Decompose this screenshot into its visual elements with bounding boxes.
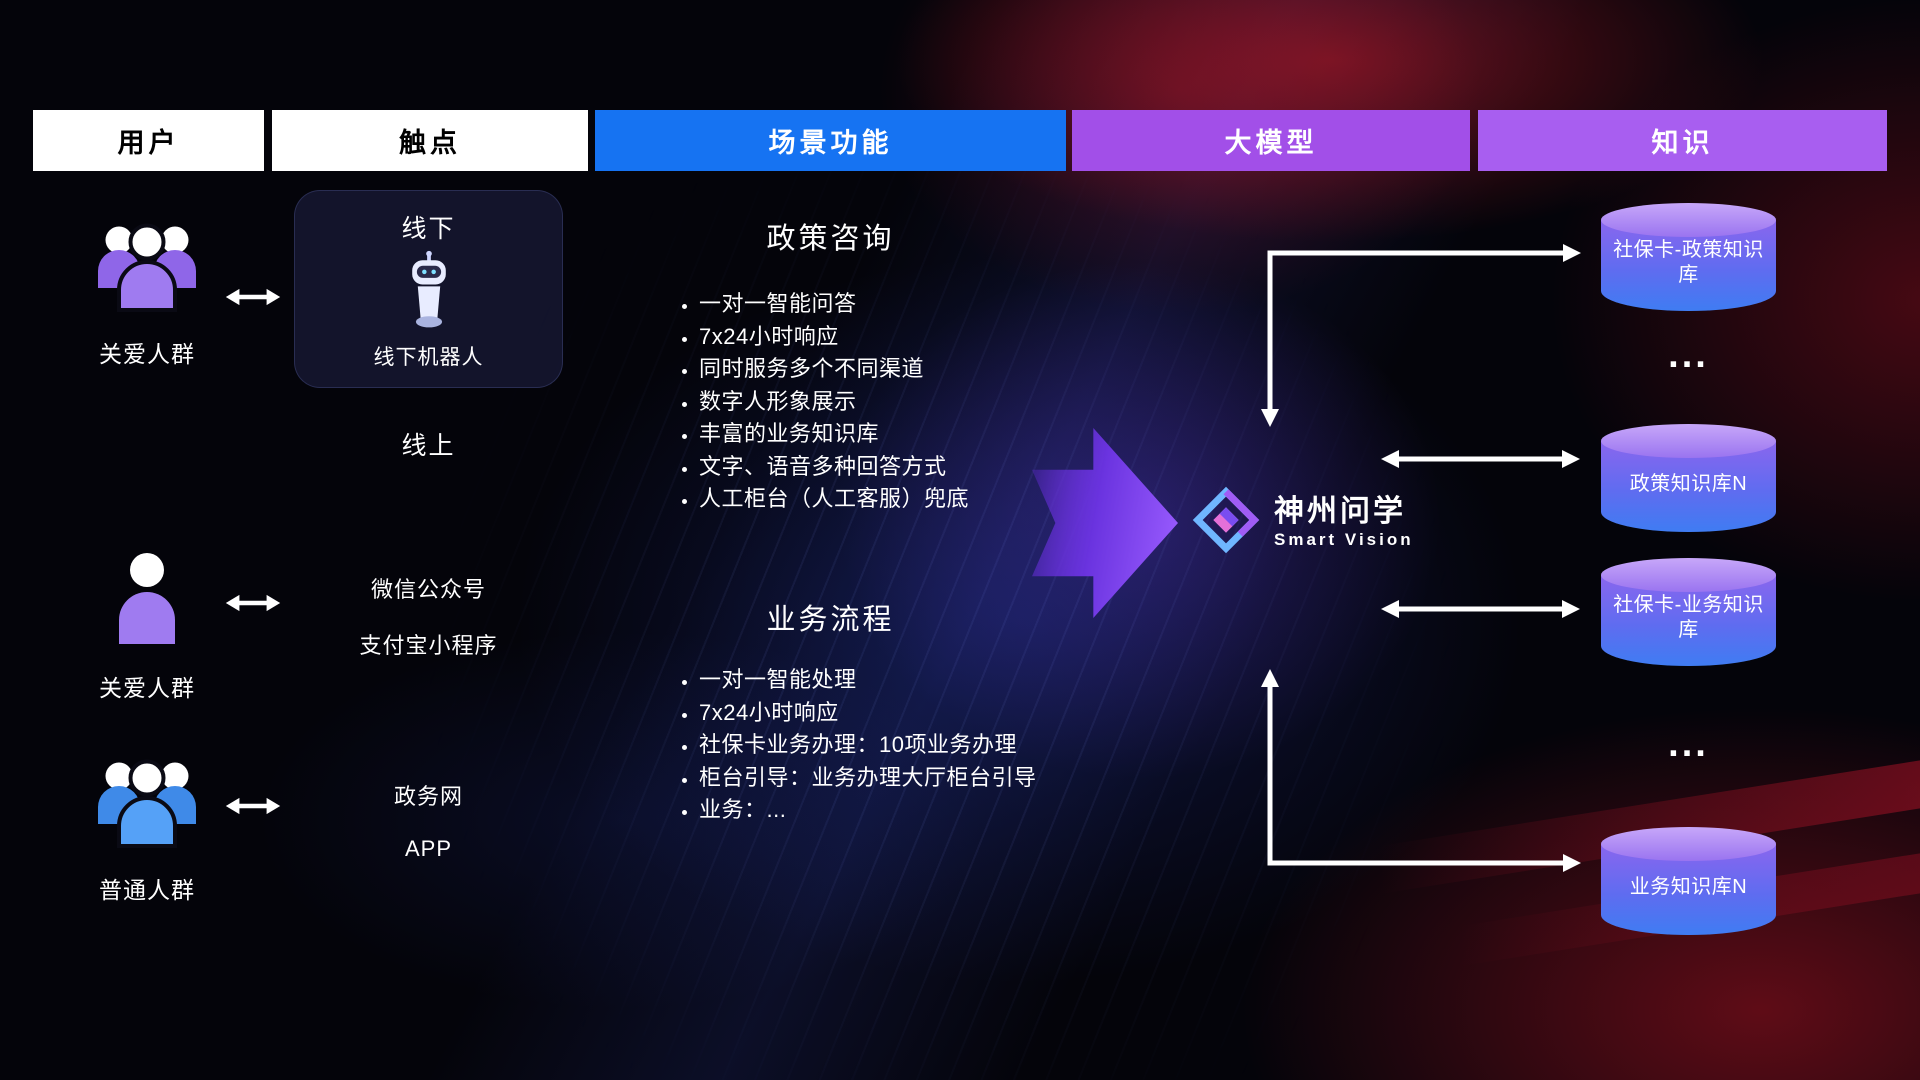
scenario-item: 7x24小时响应 [699, 701, 1037, 724]
column-header-user: 用户 [33, 110, 264, 171]
diamond-logo-icon [1192, 486, 1260, 559]
person-icon [107, 548, 187, 653]
model-logo: 神州问学 Smart Vision [1192, 486, 1414, 559]
cylinder-top [1601, 558, 1776, 592]
scenario-item: 7x24小时响应 [699, 325, 969, 348]
knowledge-db-label: 社保卡-政策知识库 [1613, 239, 1764, 286]
user-label: 关爱人群 [99, 341, 195, 367]
bidirectional-arrow-icon [224, 793, 282, 819]
scenario-policy-list: 一对一智能问答 7x24小时响应 同时服务多个不同渠道 数字人形象展示 丰富的业… [677, 293, 969, 521]
knowledge-db-label: 政策知识库N [1629, 472, 1748, 495]
scenario-item: 数字人形象展示 [699, 390, 969, 413]
knowledge-db-policy-n: 政策知识库N [1601, 424, 1776, 532]
bidirectional-arrow-icon [224, 590, 282, 616]
ellipsis: ... [1668, 334, 1709, 376]
online-title: 线上 [401, 432, 456, 460]
knowledge-db-business-socialcard: 社保卡-业务知识库 [1601, 558, 1776, 666]
ellipsis: ... [1668, 723, 1709, 765]
scenario-item: 业务：... [699, 799, 1037, 821]
column-header-scene: 场景功能 [595, 110, 1066, 171]
user-group-care-1: 关爱人群 [86, 214, 208, 369]
scenario-item: 同时服务多个不同渠道 [699, 358, 969, 380]
user-label: 普通人群 [99, 877, 195, 903]
user-group-care-2: 关爱人群 [86, 548, 208, 703]
touchpoint-alipay: 支付宝小程序 [359, 633, 498, 658]
touchpoint-app: APP [404, 836, 453, 861]
offline-title: 线下 [401, 215, 456, 243]
offline-robot-label: 线下机器人 [373, 346, 484, 369]
cylinder-top [1601, 424, 1776, 458]
knowledge-db-policy-socialcard: 社保卡-政策知识库 [1601, 203, 1776, 311]
scenario-item: 一对一智能问答 [699, 293, 969, 315]
column-header-knowledge: 知识 [1478, 110, 1887, 171]
user-label: 关爱人群 [99, 675, 195, 701]
scenario-item: 人工柜台（人工客服）兜底 [699, 488, 969, 510]
scenario-item: 柜台引导：业务办理大厅柜台引导 [699, 766, 1037, 789]
model-subtitle: Smart Vision [1274, 529, 1414, 549]
bidirectional-arrow-icon [224, 284, 282, 310]
people-group-icon [86, 750, 208, 855]
user-group-ordinary: 普通人群 [86, 750, 208, 905]
scenario-item: 一对一智能处理 [699, 669, 1037, 691]
robot-icon [401, 247, 457, 340]
scenario-item: 丰富的业务知识库 [699, 423, 969, 445]
touchpoint-gov-web: 政务网 [393, 784, 463, 809]
diagonal-streaks-decoration [430, 120, 1450, 1080]
column-header-touchpoint: 触点 [272, 110, 588, 171]
scenario-title-business: 业务流程 [766, 604, 895, 636]
scenario-item: 社保卡业务办理：10项业务办理 [699, 734, 1037, 756]
knowledge-db-label: 社保卡-业务知识库 [1613, 594, 1764, 641]
model-name: 神州问学 [1274, 494, 1406, 528]
knowledge-db-business-n: 业务知识库N [1601, 827, 1776, 935]
offline-touchpoint-card: 线下 线下机器人 [294, 190, 563, 388]
scenario-business-list: 一对一智能处理 7x24小时响应 社保卡业务办理：10项业务办理 柜台引导：业务… [677, 669, 1037, 832]
column-header-model: 大模型 [1072, 110, 1470, 171]
touchpoint-wechat: 微信公众号 [370, 577, 486, 602]
scenario-title-policy: 政策咨询 [766, 223, 895, 255]
cylinder-top [1601, 203, 1776, 237]
knowledge-db-label: 业务知识库N [1629, 875, 1748, 898]
scenario-item: 文字、语音多种回答方式 [699, 455, 969, 478]
people-group-icon [86, 214, 208, 319]
